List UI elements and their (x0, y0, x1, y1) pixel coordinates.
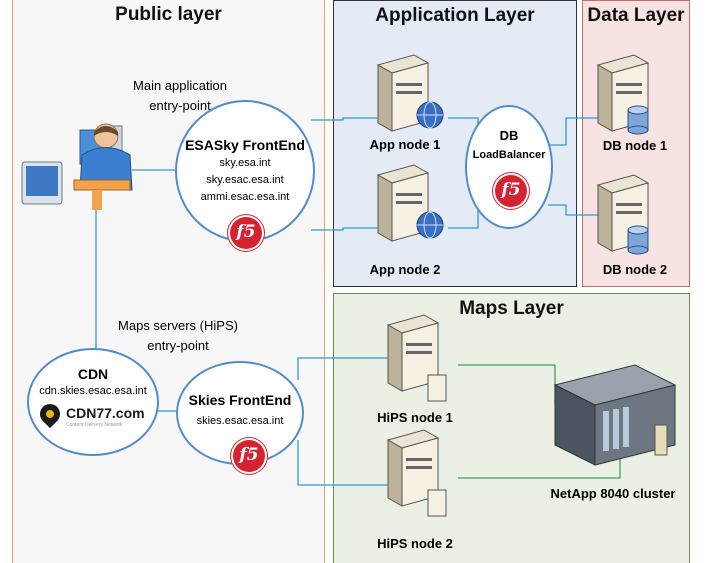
db-node-2-label: DB node 2 (602, 262, 668, 277)
server-tower-icon (386, 429, 447, 517)
location-pin-icon (35, 399, 65, 429)
cdn-host: cdn.skies.esac.esa.int (39, 385, 147, 397)
db-loadbalancer-oval (465, 105, 553, 229)
db-node-1-label: DB node 1 (602, 138, 668, 153)
server-tower-icon (386, 314, 447, 402)
skies-host: skies.esac.esa.int (196, 415, 284, 427)
link-hips1-netapp (458, 364, 556, 405)
link-lb-db1 (548, 117, 602, 146)
cdn-title: CDN (77, 366, 109, 382)
link-esasky-app2 (311, 227, 380, 231)
maps-entry-label: Maps servers (HiPS) entry-point (118, 318, 238, 353)
main-entry-label: Main application entry-point (133, 78, 227, 113)
f5-logo-icon: f5 (233, 440, 265, 472)
public-layer-title: Public layer (115, 4, 222, 25)
cdn77-logo-tagline: Content Delivery Network (66, 422, 123, 428)
globe-icon (416, 101, 444, 129)
maps-layer-title: Maps Layer (459, 298, 564, 319)
app-node-1-label: App node 1 (369, 137, 441, 152)
esasky-frontend-title: ESASky FrontEnd (185, 137, 305, 153)
server-tower-icon (596, 174, 650, 252)
public-layer: Public layer (12, 0, 325, 563)
link-skies-hips1 (297, 357, 390, 380)
esasky-host-1: sky.esa.int (219, 157, 271, 169)
db-lb-line2: LoadBalancer (472, 149, 546, 161)
data-layer-title: Data Layer (587, 5, 685, 26)
cdn-oval (27, 348, 159, 456)
netapp-label: NetApp 8040 cluster (550, 486, 676, 501)
skies-frontend-title: Skies FrontEnd (188, 392, 292, 408)
f5-logo-icon: f5 (230, 217, 262, 249)
globe-icon (416, 211, 444, 239)
link-lb-db2 (548, 204, 602, 216)
cdn77-logo: CDN77.com Content Delivery Network (35, 399, 150, 434)
f5-logo-icon: f5 (495, 175, 527, 207)
db-lb-line1: DB (499, 128, 519, 143)
hips-node-2-label: HiPS node 2 (377, 536, 453, 551)
link-esasky-app1 (311, 117, 380, 121)
user-at-computer-icon (21, 123, 133, 210)
storage-array-icon (553, 364, 677, 466)
esasky-host-2: sky.esac.esa.int (206, 174, 284, 186)
app-node-2-label: App node 2 (369, 262, 441, 277)
esasky-host-3: ammi.esac.esa.int (200, 191, 290, 203)
cdn77-logo-text: CDN77.com (66, 405, 145, 421)
database-cylinder-icon (627, 105, 649, 135)
link-skies-hips2 (297, 440, 390, 486)
application-layer-title: Application Layer (375, 5, 535, 26)
database-cylinder-icon (627, 225, 649, 255)
hips-node-1-label: HiPS node 1 (377, 410, 453, 425)
